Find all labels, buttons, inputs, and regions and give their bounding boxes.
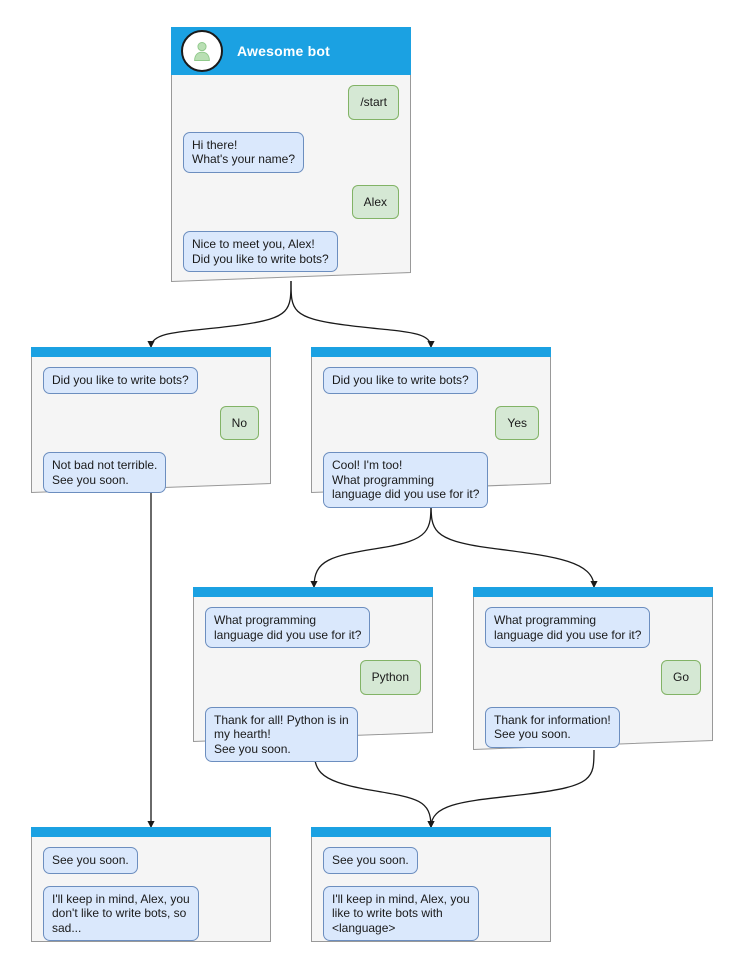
edge-yes-to-python: [310, 500, 432, 589]
message-row: Cool! I'm too! What programming language…: [323, 452, 539, 508]
node-end-sad[interactable]: See you soon. I'll keep in mind, Alex, y…: [31, 827, 271, 942]
node-python-branch-header: [193, 587, 433, 597]
message-row: See you soon.: [323, 847, 539, 874]
message-row: I'll keep in mind, Alex, you don't like …: [43, 885, 259, 941]
message-row: Not bad not terrible. See you soon.: [43, 452, 259, 493]
bot-message-bubble[interactable]: See you soon.: [43, 847, 138, 874]
user-message-bubble[interactable]: Yes: [495, 405, 539, 440]
bot-message-bubble[interactable]: Did you like to write bots?: [43, 367, 198, 394]
message-row: Hi there! What's your name?: [183, 131, 399, 173]
node-end-happy-body: See you soon. I'll keep in mind, Alex, y…: [311, 837, 551, 942]
edge-yes-to-go: [430, 500, 598, 589]
node-end-happy-header: [311, 827, 551, 837]
message-row: Alex: [183, 184, 399, 219]
bot-message-bubble[interactable]: What programming language did you use fo…: [485, 607, 651, 648]
user-message-bubble[interactable]: Python: [359, 660, 421, 695]
node-go-branch-body: What programming language did you use fo…: [473, 597, 713, 750]
message-row: Thank for information! See you soon.: [485, 706, 701, 748]
bot-message-bubble[interactable]: See you soon.: [323, 847, 418, 874]
bot-message-bubble[interactable]: I'll keep in mind, Alex, you don't like …: [43, 885, 199, 941]
edge-go-to-end-happy: [427, 749, 595, 829]
node-yes-branch-body: Did you like to write bots? Yes Cool! I'…: [311, 357, 551, 508]
bot-message-bubble[interactable]: Hi there! What's your name?: [183, 131, 305, 173]
user-message-bubble[interactable]: /start: [348, 85, 399, 120]
bot-message-bubble[interactable]: Cool! I'm too! What programming language…: [323, 452, 489, 508]
node-root-header: Awesome bot: [171, 27, 411, 75]
node-no-branch[interactable]: Did you like to write bots? No Not bad n…: [31, 347, 271, 493]
user-message-bubble[interactable]: No: [219, 405, 259, 440]
bot-message-bubble[interactable]: What programming language did you use fo…: [205, 607, 371, 648]
bot-message-bubble[interactable]: Did you like to write bots?: [323, 367, 478, 394]
bot-name-label: Awesome bot: [237, 43, 330, 59]
node-end-sad-body: See you soon. I'll keep in mind, Alex, y…: [31, 837, 271, 942]
message-row: Go: [485, 660, 701, 695]
user-message-bubble[interactable]: Go: [660, 660, 701, 695]
message-row: I'll keep in mind, Alex, you like to wri…: [323, 885, 539, 941]
bot-message-bubble[interactable]: Nice to meet you, Alex! Did you like to …: [183, 231, 338, 272]
node-go-branch-header: [473, 587, 713, 597]
node-no-branch-header: [31, 347, 271, 357]
message-row: Thank for all! Python is in my hearth! S…: [205, 706, 421, 762]
user-message-bubble[interactable]: Alex: [351, 184, 399, 219]
bot-message-bubble[interactable]: Not bad not terrible. See you soon.: [43, 452, 167, 493]
bot-message-bubble[interactable]: Thank for all! Python is in my hearth! S…: [205, 706, 358, 762]
edge-root-to-yes: [290, 280, 435, 349]
message-row: Yes: [323, 405, 539, 440]
node-no-branch-body: Did you like to write bots? No Not bad n…: [31, 357, 271, 493]
message-row: What programming language did you use fo…: [205, 607, 421, 648]
message-row: /start: [183, 85, 399, 120]
bot-message-bubble[interactable]: Thank for information! See you soon.: [485, 706, 620, 748]
message-row: What programming language did you use fo…: [485, 607, 701, 648]
message-row: Python: [205, 660, 421, 695]
message-row: Did you like to write bots?: [323, 367, 539, 394]
message-row: Nice to meet you, Alex! Did you like to …: [183, 231, 399, 272]
node-go-branch[interactable]: What programming language did you use fo…: [473, 587, 713, 750]
person-avatar-icon: [181, 30, 223, 72]
node-end-happy[interactable]: See you soon. I'll keep in mind, Alex, y…: [311, 827, 551, 942]
node-root[interactable]: Awesome bot /start Hi there! What's your…: [171, 27, 411, 282]
node-yes-branch-header: [311, 347, 551, 357]
node-yes-branch[interactable]: Did you like to write bots? Yes Cool! I'…: [311, 347, 551, 508]
message-row: No: [43, 405, 259, 440]
node-python-branch-body: What programming language did you use fo…: [193, 597, 433, 762]
edge-root-to-no: [147, 280, 292, 349]
node-end-sad-header: [31, 827, 271, 837]
message-row: Did you like to write bots?: [43, 367, 259, 394]
bot-message-bubble[interactable]: I'll keep in mind, Alex, you like to wri…: [323, 885, 479, 941]
node-root-body: /start Hi there! What's your name? Alex …: [171, 75, 411, 282]
node-python-branch[interactable]: What programming language did you use fo…: [193, 587, 433, 762]
message-row: See you soon.: [43, 847, 259, 874]
